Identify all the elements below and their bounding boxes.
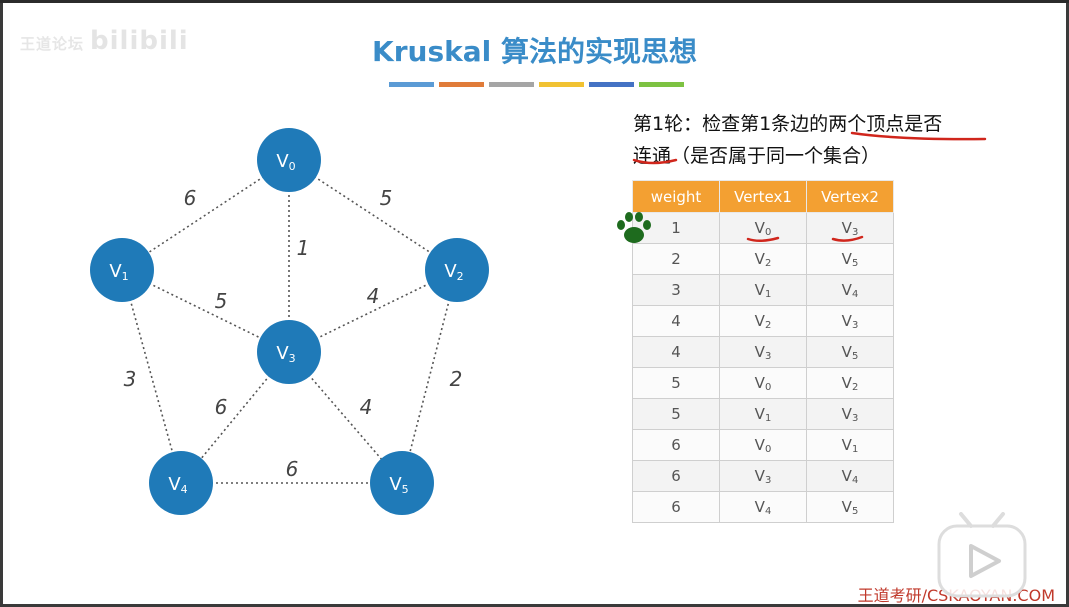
edge-weight-v3-v5: 4 xyxy=(360,395,373,419)
cell-weight: 2 xyxy=(632,243,720,275)
cell-vertex2: V3 xyxy=(806,305,894,337)
cell-vertex2: V3 xyxy=(806,398,894,430)
edge-weight-v2-v3: 4 xyxy=(367,284,380,308)
node-label-v5: V5 xyxy=(389,474,408,496)
color-bar-5 xyxy=(639,82,684,87)
cell-weight: 6 xyxy=(632,429,720,461)
slide-title: Kruskal 算法的实现思想 xyxy=(372,35,697,68)
description-line2-rest: （是否属于同一个集合） xyxy=(671,145,881,167)
cell-weight: 3 xyxy=(632,274,720,306)
edge-weight-v4-v5: 6 xyxy=(286,457,299,481)
cell-weight: 5 xyxy=(632,367,720,399)
bilibili-play-icon[interactable] xyxy=(933,512,1033,600)
edge-weight-v0-v1: 6 xyxy=(184,186,197,210)
node-v2 xyxy=(425,238,489,302)
edge-v0-v1 xyxy=(121,159,290,271)
edge-weight-v0-v2: 5 xyxy=(380,186,393,210)
header-vertex2: Vertex2 xyxy=(806,180,894,213)
cell-vertex1: V2 xyxy=(719,305,807,337)
cell-vertex2: V3 xyxy=(806,212,894,244)
edge-weight-v1-v4: 3 xyxy=(124,367,137,391)
color-bar-0 xyxy=(389,82,434,87)
node-v0 xyxy=(257,128,321,192)
round-description: 第1轮：检查第1条边的两个顶点是否 连通（是否属于同一个集合） xyxy=(633,108,993,172)
watermark-text: 王道论坛 xyxy=(20,35,85,53)
cell-vertex1: V1 xyxy=(719,274,807,306)
edge-weight-v3-v4: 6 xyxy=(215,395,228,419)
cell-vertex2: V2 xyxy=(806,367,894,399)
description-line1-prefix: 第1轮：检查第1条边的 xyxy=(633,113,829,135)
description-line-2: 连通（是否属于同一个集合） xyxy=(633,140,993,172)
edge-weight-v0-v3: 1 xyxy=(297,236,310,260)
edge-v1-v4 xyxy=(121,269,182,484)
cell-weight: 4 xyxy=(632,305,720,337)
description-line-1: 第1轮：检查第1条边的两个顶点是否 xyxy=(633,108,993,140)
edge-v3-v5 xyxy=(288,351,403,484)
top-border xyxy=(0,0,1069,3)
node-label-v1: V1 xyxy=(109,261,128,283)
cell-vertex2: V5 xyxy=(806,336,894,368)
node-label-v4: V4 xyxy=(168,474,187,496)
color-bar-1 xyxy=(439,82,484,87)
cell-weight: 5 xyxy=(632,398,720,430)
node-v3 xyxy=(257,320,321,384)
cell-vertex1: V0 xyxy=(719,212,807,244)
node-v5 xyxy=(370,451,434,515)
cell-weight: 6 xyxy=(632,460,720,492)
color-bar-4 xyxy=(589,82,634,87)
cell-vertex1: V3 xyxy=(719,336,807,368)
header-weight: weight xyxy=(632,180,720,213)
node-label-v3: V3 xyxy=(276,343,295,365)
edge-weight-v2-v5: 2 xyxy=(450,367,463,391)
paw-icon xyxy=(617,212,651,243)
cell-vertex2: V5 xyxy=(806,491,894,523)
cell-vertex2: V5 xyxy=(806,243,894,275)
edge-v0-v2 xyxy=(288,159,458,271)
cell-vertex1: V2 xyxy=(719,243,807,275)
color-bar-2 xyxy=(489,82,534,87)
cell-vertex1: V4 xyxy=(719,491,807,523)
cell-vertex2: V4 xyxy=(806,274,894,306)
description-line1-emphasis: 两个顶点是否 xyxy=(828,113,943,135)
cell-weight: 4 xyxy=(632,336,720,368)
edge-weight-v1-v3: 5 xyxy=(215,289,228,313)
cell-vertex2: V1 xyxy=(806,429,894,461)
watermark: 王道论坛 bilibili xyxy=(20,26,189,56)
node-label-v2: V2 xyxy=(444,261,463,283)
node-v1 xyxy=(90,238,154,302)
cell-vertex1: V0 xyxy=(719,367,807,399)
cell-vertex1: V3 xyxy=(719,460,807,492)
node-label-v0: V0 xyxy=(276,151,295,173)
node-v4 xyxy=(149,451,213,515)
cell-vertex1: V0 xyxy=(719,429,807,461)
cell-vertex1: V1 xyxy=(719,398,807,430)
color-bar-3 xyxy=(539,82,584,87)
edge-v2-v5 xyxy=(401,269,458,484)
header-vertex1: Vertex1 xyxy=(719,180,807,213)
description-line2-emphasis: 连通 xyxy=(633,145,672,167)
bilibili-watermark-logo: bilibili xyxy=(90,26,189,56)
edge-table-header: weight Vertex1 Vertex2 xyxy=(632,180,894,213)
cell-vertex2: V4 xyxy=(806,460,894,492)
cell-weight: 6 xyxy=(632,491,720,523)
